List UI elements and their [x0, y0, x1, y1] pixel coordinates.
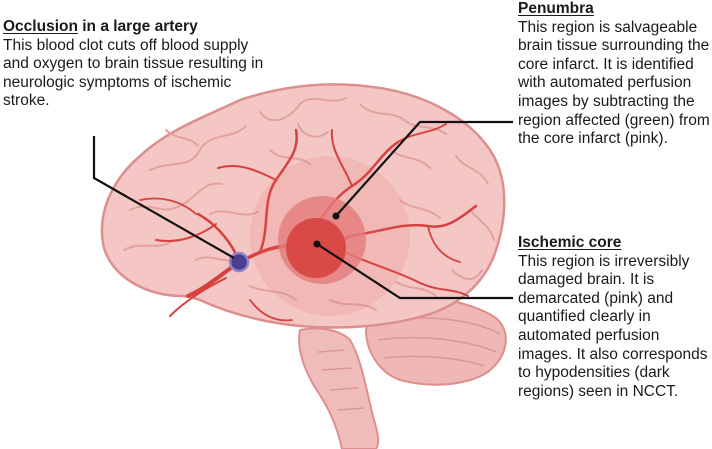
- occlusion-heading-underlined: Occlusion: [3, 18, 78, 35]
- penumbra-heading-text: Penumbra: [518, 0, 594, 17]
- core-leader-line: [316, 243, 513, 300]
- ischemic-core-description: This region is irreversibly damaged brai…: [518, 252, 708, 400]
- penumbra-heading: Penumbra: [518, 0, 712, 19]
- occlusion-heading: Occlusion in a large artery: [3, 18, 273, 37]
- occlusion-heading-rest: in a large artery: [77, 18, 198, 35]
- ischemic-core-heading: Ischemic core: [518, 234, 712, 253]
- penumbra-description: This region is salvageable brain tissue …: [518, 18, 710, 148]
- ischemic-core-region: [286, 218, 346, 278]
- occlusion-description: This blood clot cuts off blood supply an…: [3, 36, 264, 110]
- ischemic-core-label: Ischemic core This region is irreversibl…: [518, 234, 712, 401]
- penumbra-leader-dot: [332, 212, 340, 220]
- penumbra-leader-line: [335, 120, 513, 217]
- leader-lines: [92, 120, 513, 300]
- penumbra-label: Penumbra This region is salvageable brai…: [518, 0, 712, 149]
- core-leader-dot: [313, 240, 321, 248]
- brainstem-ridges: [317, 349, 365, 411]
- occlusion-leader-line: [92, 136, 235, 259]
- occlusion-label: Occlusion in a large artery This blood c…: [3, 18, 273, 111]
- blood-clot: [228, 251, 250, 273]
- ischemic-core-heading-text: Ischemic core: [518, 234, 622, 251]
